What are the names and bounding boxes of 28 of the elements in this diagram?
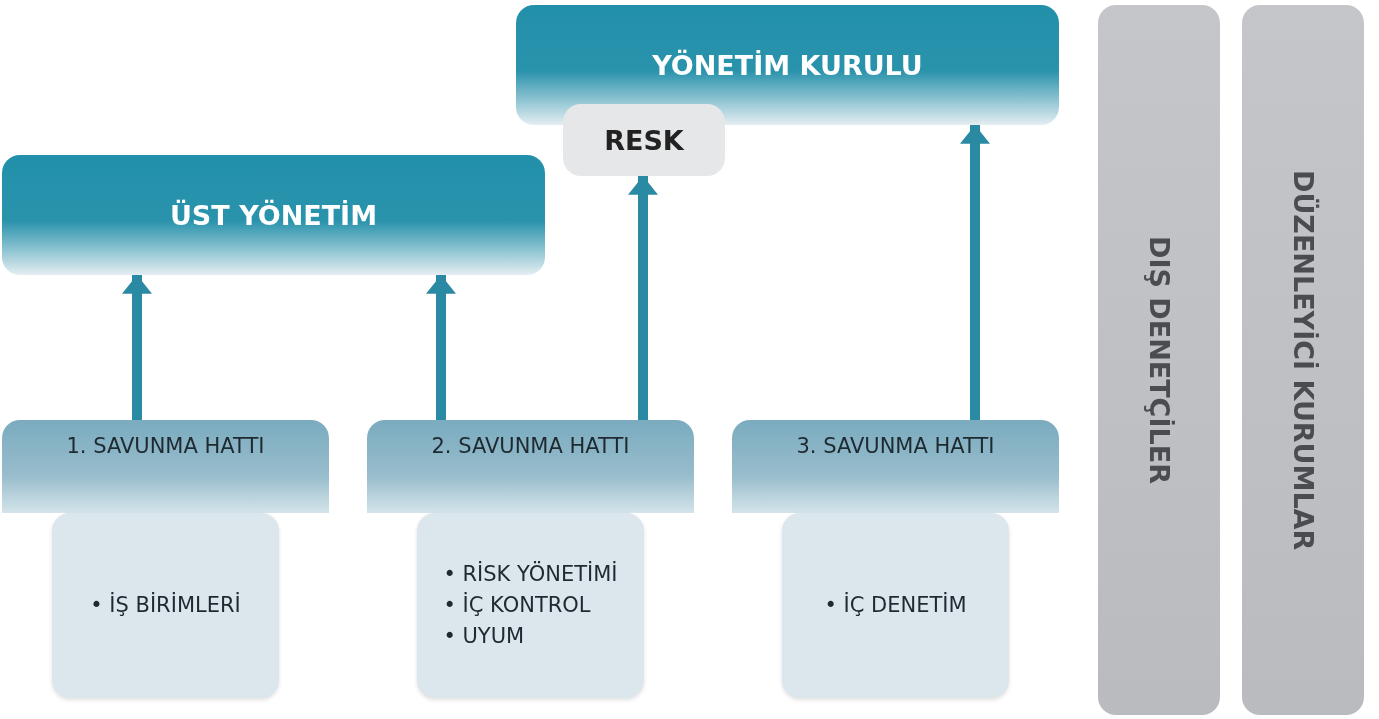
- bar-title: DÜZENLEYİCİ KURUMLAR: [1287, 169, 1319, 551]
- list-item: • İÇ KONTROL: [443, 591, 592, 619]
- arrow: [960, 125, 990, 420]
- bar-title: DIŞ DENETÇİLER: [1143, 236, 1175, 484]
- tag-box: [563, 104, 725, 176]
- panel-title: 2. SAVUNMA HATTI: [431, 434, 630, 460]
- defense-line-panel: [732, 420, 1059, 513]
- list-card: [782, 513, 1009, 698]
- defense-line-panel: [367, 420, 694, 513]
- header-box: [2, 155, 545, 275]
- box-title: RESK: [604, 124, 684, 156]
- list-card: [417, 513, 644, 698]
- vertical-bar: [1242, 5, 1364, 715]
- list-item: • UYUM: [443, 623, 526, 650]
- box-title: YÖNETİM KURULU: [652, 49, 923, 81]
- panel-title: 3. SAVUNMA HATTI: [796, 434, 995, 460]
- list-item: • RİSK YÖNETİMİ: [443, 560, 618, 588]
- list-card: [52, 513, 279, 698]
- panel-title: 1. SAVUNMA HATTI: [66, 434, 265, 460]
- header-box: [516, 5, 1059, 125]
- arrow: [122, 275, 152, 420]
- list-item: • İŞ BİRİMLERİ: [90, 591, 241, 619]
- defense-line-panel: [2, 420, 329, 513]
- box-title: ÜST YÖNETİM: [169, 199, 378, 231]
- list-item: • İÇ DENETİM: [824, 591, 967, 619]
- arrow: [628, 176, 658, 420]
- arrow: [426, 275, 456, 420]
- vertical-bar: [1098, 5, 1220, 715]
